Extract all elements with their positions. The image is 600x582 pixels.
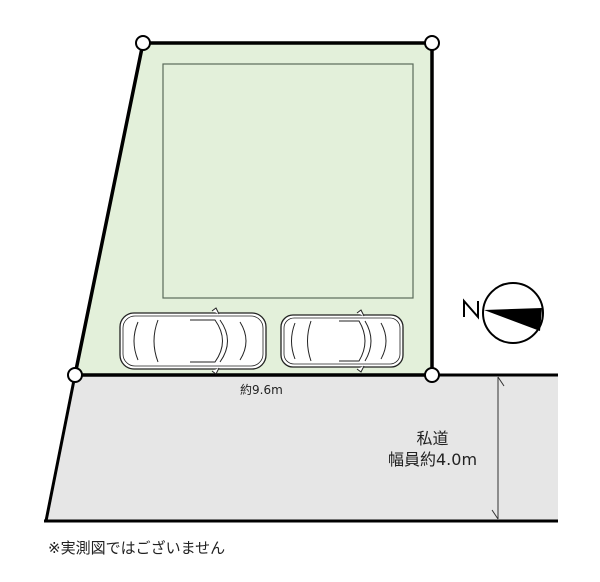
north-arrow-icon (463, 282, 544, 344)
car-icon (280, 309, 404, 373)
building-footprint (162, 63, 414, 299)
private-road-area (46, 375, 558, 521)
frontage-dimension-label: 約9.6m (240, 383, 283, 397)
corner-marker (135, 35, 151, 51)
road-edge-left (44, 374, 77, 522)
north-letter-icon (463, 298, 479, 320)
road-width-dimension (491, 376, 505, 520)
corner-marker (424, 35, 440, 51)
road-name: 私道 (416, 429, 449, 448)
car-icon (119, 307, 267, 375)
road-label: 私道 幅員約4.0m (388, 428, 477, 470)
corner-marker (424, 367, 440, 383)
corner-marker (67, 367, 83, 383)
road-width: 幅員約4.0m (388, 450, 478, 469)
disclaimer-note: ※実測図ではございません (48, 539, 226, 557)
